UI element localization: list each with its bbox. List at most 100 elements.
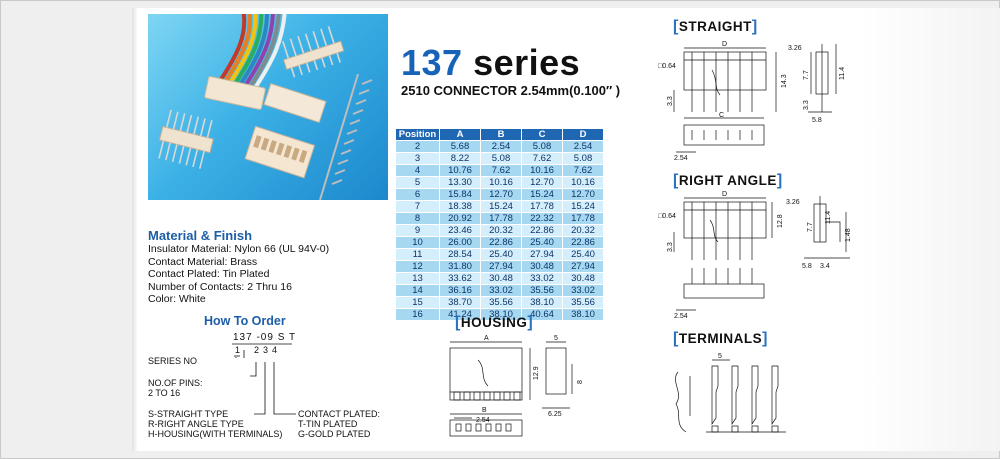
how-to-order-title: How To Order [204, 314, 286, 328]
ra-dim-1-48: 1.48 [845, 228, 852, 242]
dimension-cell: 38.10 [562, 308, 604, 321]
terminals-drawing: 5 [675, 353, 786, 433]
position-cell: 14 [395, 284, 440, 297]
product-photo [148, 14, 388, 200]
dimension-cell: 5.68 [439, 140, 481, 153]
dimension-cell: 7.62 [480, 164, 522, 177]
dimension-cell: 33.62 [439, 272, 481, 285]
position-cell: 13 [395, 272, 440, 285]
connector-photo-illustration [158, 14, 373, 200]
order-leader-lines [232, 343, 296, 415]
dimension-cell: 31.80 [439, 260, 481, 273]
right-angle-label: [RIGHT ANGLE] [673, 172, 783, 189]
dimension-cell: 22.86 [562, 236, 604, 249]
dimension-cell: 22.86 [480, 236, 522, 249]
housing-label: [HOUSING] [455, 314, 534, 331]
right-angle-header [158, 109, 214, 169]
plating-gold: G-GOLD PLATED [298, 429, 371, 439]
dimension-cell: 15.24 [480, 200, 522, 213]
order-code: 137 -09 S T [233, 332, 297, 343]
dim-pin: □0.64 [658, 63, 676, 70]
dimension-cell: 18.38 [439, 200, 481, 213]
dimension-cell: 30.48 [562, 272, 604, 285]
dimension-cell: 17.78 [480, 212, 522, 225]
dimension-cell: 10.16 [562, 176, 604, 189]
terminals-label: [TERMINALS] [673, 330, 768, 347]
dim-3-3: 3.3 [667, 96, 674, 106]
housing-middle [263, 82, 327, 124]
pins-range: 2 TO 16 [148, 388, 181, 398]
ra-dim-pin: □0.64 [658, 213, 676, 220]
dimension-cell: 35.56 [562, 296, 604, 309]
series-word: series [473, 42, 581, 83]
dim-c: C [719, 112, 724, 119]
ra-dim-d: D [722, 191, 727, 198]
housing-dim-8: 8 [577, 380, 584, 384]
dimension-cell: 36.16 [439, 284, 481, 297]
dimension-cell: 2.54 [480, 140, 522, 153]
dimension-cell: 7.62 [562, 164, 604, 177]
dimension-cell: 30.48 [521, 260, 563, 273]
dim-2-54: 2.54 [674, 155, 688, 162]
order-digit-4: 4 [272, 345, 278, 355]
order-digit-1: 1 [235, 345, 241, 355]
material-line: Insulator Material: Nylon 66 (UL 94V-0) [148, 243, 330, 255]
dimension-cell: 40.64 [521, 308, 563, 321]
terminal-strip [319, 73, 373, 200]
dimension-cell: 10.16 [521, 164, 563, 177]
position-cell: 8 [395, 212, 440, 225]
dimension-cell: 22.32 [521, 212, 563, 225]
type-housing: H-HOUSING(WITH TERMINALS) [148, 429, 283, 439]
position-cell: 5 [395, 176, 440, 189]
right-angle-drawing: D □0.64 3.3 12.8 3.26 7.7 11.4 1.48 5.8 … [658, 191, 852, 320]
dimension-cell: 35.56 [521, 284, 563, 297]
ra-dim-5-8: 5.8 [802, 263, 812, 270]
housing-dim-6-25: 6.25 [548, 411, 562, 418]
housing-dim-2-54: 2.54 [476, 417, 490, 424]
order-digit-3: 3 [263, 345, 269, 355]
dimension-cell: 17.78 [521, 200, 563, 213]
dimension-cell: 28.54 [439, 248, 481, 261]
dimension-cell: 27.94 [521, 248, 563, 261]
housing-drawing: A 12.9 5 8 6.25 B 2.54 [449, 335, 584, 437]
order-digit-2: 2 [254, 345, 260, 355]
straight-label-text: STRAIGHT [678, 19, 752, 34]
ra-dim-12-8: 12.8 [777, 214, 784, 228]
cable-housing [204, 76, 266, 110]
right-fade [858, 8, 1000, 451]
dimension-cell: 10.16 [480, 176, 522, 189]
series-title: 137 series [401, 42, 580, 84]
material-line: Number of Contacts: 2 Thru 16 [148, 280, 292, 293]
position-cell: 3 [395, 152, 440, 165]
dimension-cell: 15.84 [439, 188, 481, 201]
plating-title: CONTACT PLATED: [298, 409, 381, 419]
position-cell: 2 [395, 140, 440, 153]
housing-label-text: HOUSING [460, 315, 528, 330]
material-line: Contact Material: Brass [148, 255, 258, 268]
dimension-cell: 38.70 [439, 296, 481, 309]
dim-7-7: 7.7 [803, 70, 810, 80]
housing-bottom [244, 125, 316, 179]
position-cell: 12 [395, 260, 440, 273]
no-of-pins-label: NO.OF PINS: [148, 378, 203, 388]
ra-dim-7-7: 7.7 [807, 222, 814, 232]
dim-11-4: 11.4 [839, 67, 846, 80]
position-cell: 9 [395, 224, 440, 237]
ribbon-cable [216, 14, 287, 93]
connector-subtitle: 2510 CONNECTOR 2.54mm(0.100″ ) [401, 83, 621, 98]
ra-dim-11-4: 11.4 [825, 211, 832, 224]
plating-tin: T-TIN PLATED [298, 419, 358, 429]
dimension-cell: 20.92 [439, 212, 481, 225]
dimension-cell: 23.46 [439, 224, 481, 237]
housing-dim-b: B [482, 407, 487, 414]
